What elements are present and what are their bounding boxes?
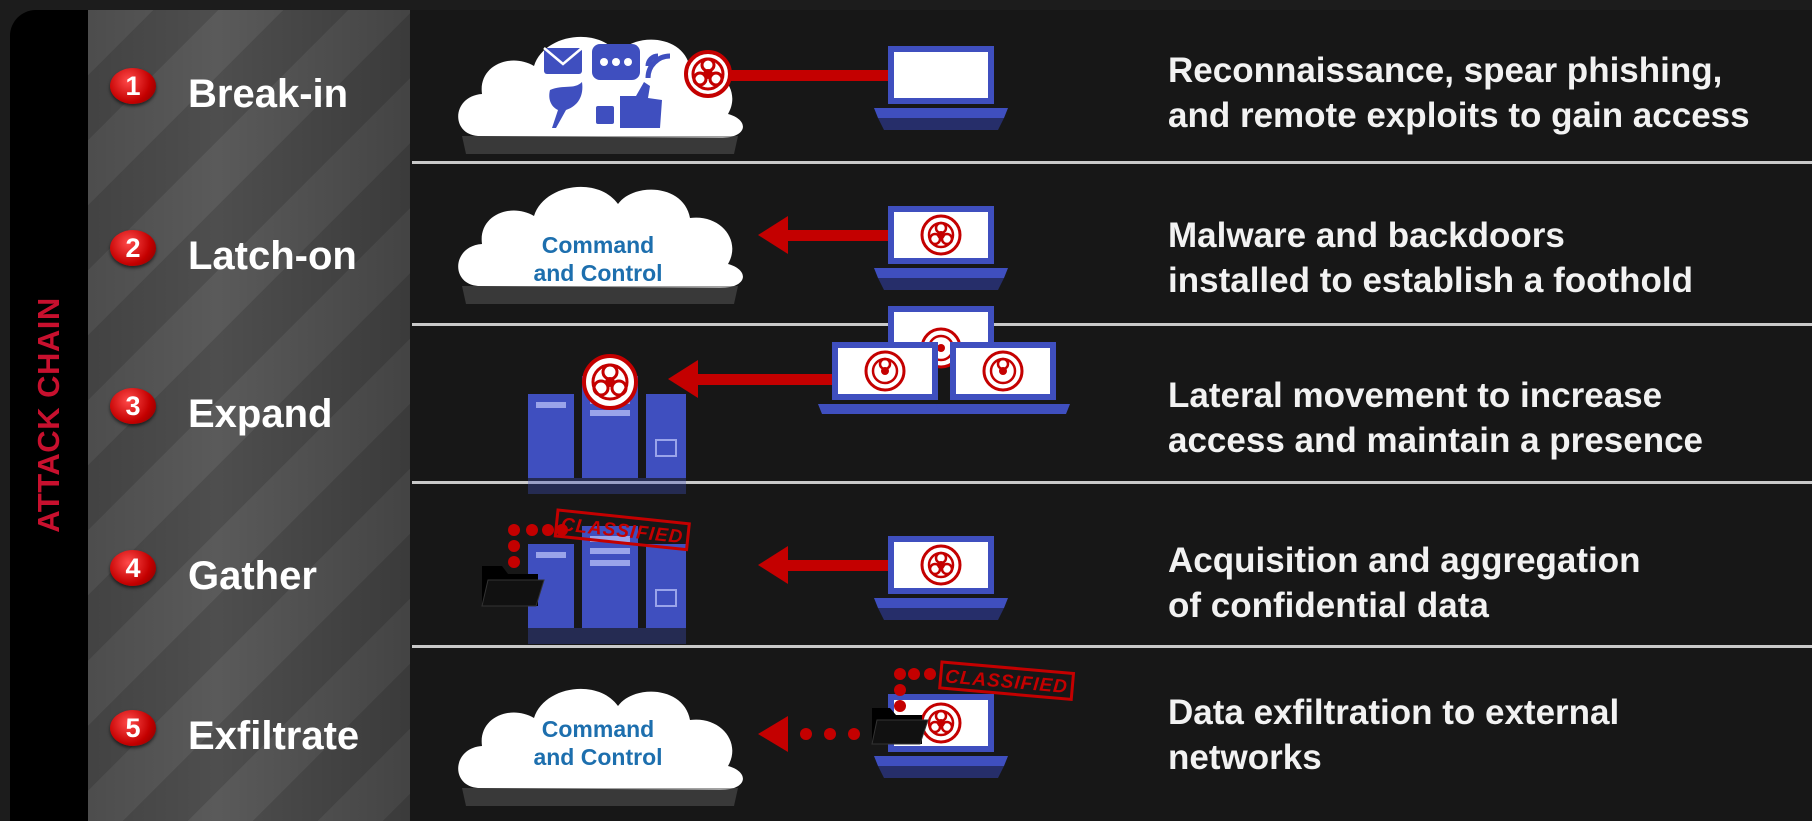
side-strip (10, 10, 88, 821)
step-label: 5 Exfiltrate (88, 648, 410, 821)
step-1-illustration (458, 36, 1008, 154)
description-line: Acquisition and aggregation (1168, 541, 1641, 580)
laptop-icon (874, 536, 1008, 620)
laptop-icon (874, 206, 1008, 290)
biohazard-icon (982, 350, 1024, 392)
step-number-badge: 4 (110, 550, 156, 586)
description-line: Reconnaissance, spear phishing, (1168, 51, 1723, 90)
row-divider (412, 161, 1812, 164)
step-name: Gather (188, 554, 317, 598)
laptop-icon (818, 342, 952, 414)
step-number-badge: 5 (110, 710, 156, 746)
cloud-label-line: and Control (533, 744, 662, 770)
biohazard-icon (920, 702, 962, 744)
cloud-label-line: Command (542, 232, 654, 258)
description-line: installed to establish a foothold (1168, 261, 1694, 300)
laptop-icon (874, 46, 1008, 130)
step-row-exfiltrate: 5 Exfiltrate Command and Control (88, 648, 1812, 821)
step-description: Lateral movement to increase access and … (1168, 373, 1703, 463)
step-description: Reconnaissance, spear phishing, and remo… (1168, 48, 1750, 138)
step-label: 4 Gather (88, 484, 410, 645)
classified-stamp: CLASSIFIED (553, 508, 691, 552)
description-line: Malware and backdoors (1168, 216, 1565, 255)
step-number-badge: 1 (110, 68, 156, 104)
side-label: ATTACK CHAIN (31, 297, 66, 533)
description-line: of confidential data (1168, 586, 1489, 625)
social-media-icons (543, 44, 671, 128)
step-label: 2 Latch-on (88, 164, 410, 323)
classified-stamp: CLASSIFIED (938, 660, 1076, 702)
folder-icon (871, 708, 929, 745)
biohazard-icon (920, 544, 962, 586)
description-line: Data exfiltration to external (1168, 693, 1620, 732)
step-number-badge: 3 (110, 388, 156, 424)
cloud-label-line: Command (542, 716, 654, 742)
cloud-icon: Command and Control (458, 688, 743, 806)
step-description: Acquisition and aggregation of confident… (1168, 538, 1641, 628)
dotted-path (508, 524, 568, 568)
step-label: 1 Break-in (88, 10, 410, 161)
step-row-latch-on: 2 Latch-on Command and Control (88, 164, 1812, 323)
step-row-break-in: 1 Break-in (88, 10, 1812, 161)
step-row-gather: 4 Gather CLASSIFIED (88, 484, 1812, 645)
row-divider (412, 481, 1812, 484)
row-divider (412, 645, 1812, 648)
description-line: access and maintain a presence (1168, 421, 1703, 460)
biohazard-icon (864, 350, 906, 392)
dotted-path (894, 668, 936, 712)
step-4-illustration: CLASSIFIED (481, 508, 1008, 644)
server-icon (528, 526, 686, 644)
biohazard-icon (582, 354, 638, 410)
step-2-illustration: Command and Control (458, 186, 1008, 304)
step-name: Break-in (188, 72, 349, 116)
step-name: Latch-on (188, 234, 357, 278)
description-line: networks (1168, 738, 1322, 777)
step-row-expand: 3 Expand (88, 306, 1812, 494)
cloud-icon (458, 36, 743, 154)
step-description: Data exfiltration to external networks (1168, 690, 1619, 780)
cloud-label-line: and Control (533, 260, 662, 286)
cloud-icon: Command and Control (458, 186, 743, 304)
description-line: and remote exploits to gain access (1168, 96, 1750, 135)
description-line: Lateral movement to increase (1168, 376, 1663, 415)
step-5-illustration: Command and Control (458, 660, 1076, 806)
biohazard-icon (684, 50, 732, 98)
step-name: Expand (188, 392, 333, 436)
step-name: Exfiltrate (188, 714, 360, 758)
arrow-left (668, 360, 908, 398)
row-divider (412, 323, 1812, 326)
folder-icon (481, 566, 545, 607)
laptop-icon (936, 342, 1070, 414)
step-number-badge: 2 (110, 230, 156, 266)
step-label: 3 Expand (88, 326, 410, 481)
step-3-illustration (528, 306, 1070, 494)
biohazard-icon (920, 214, 962, 256)
step-description: Malware and backdoors installed to estab… (1168, 213, 1693, 303)
